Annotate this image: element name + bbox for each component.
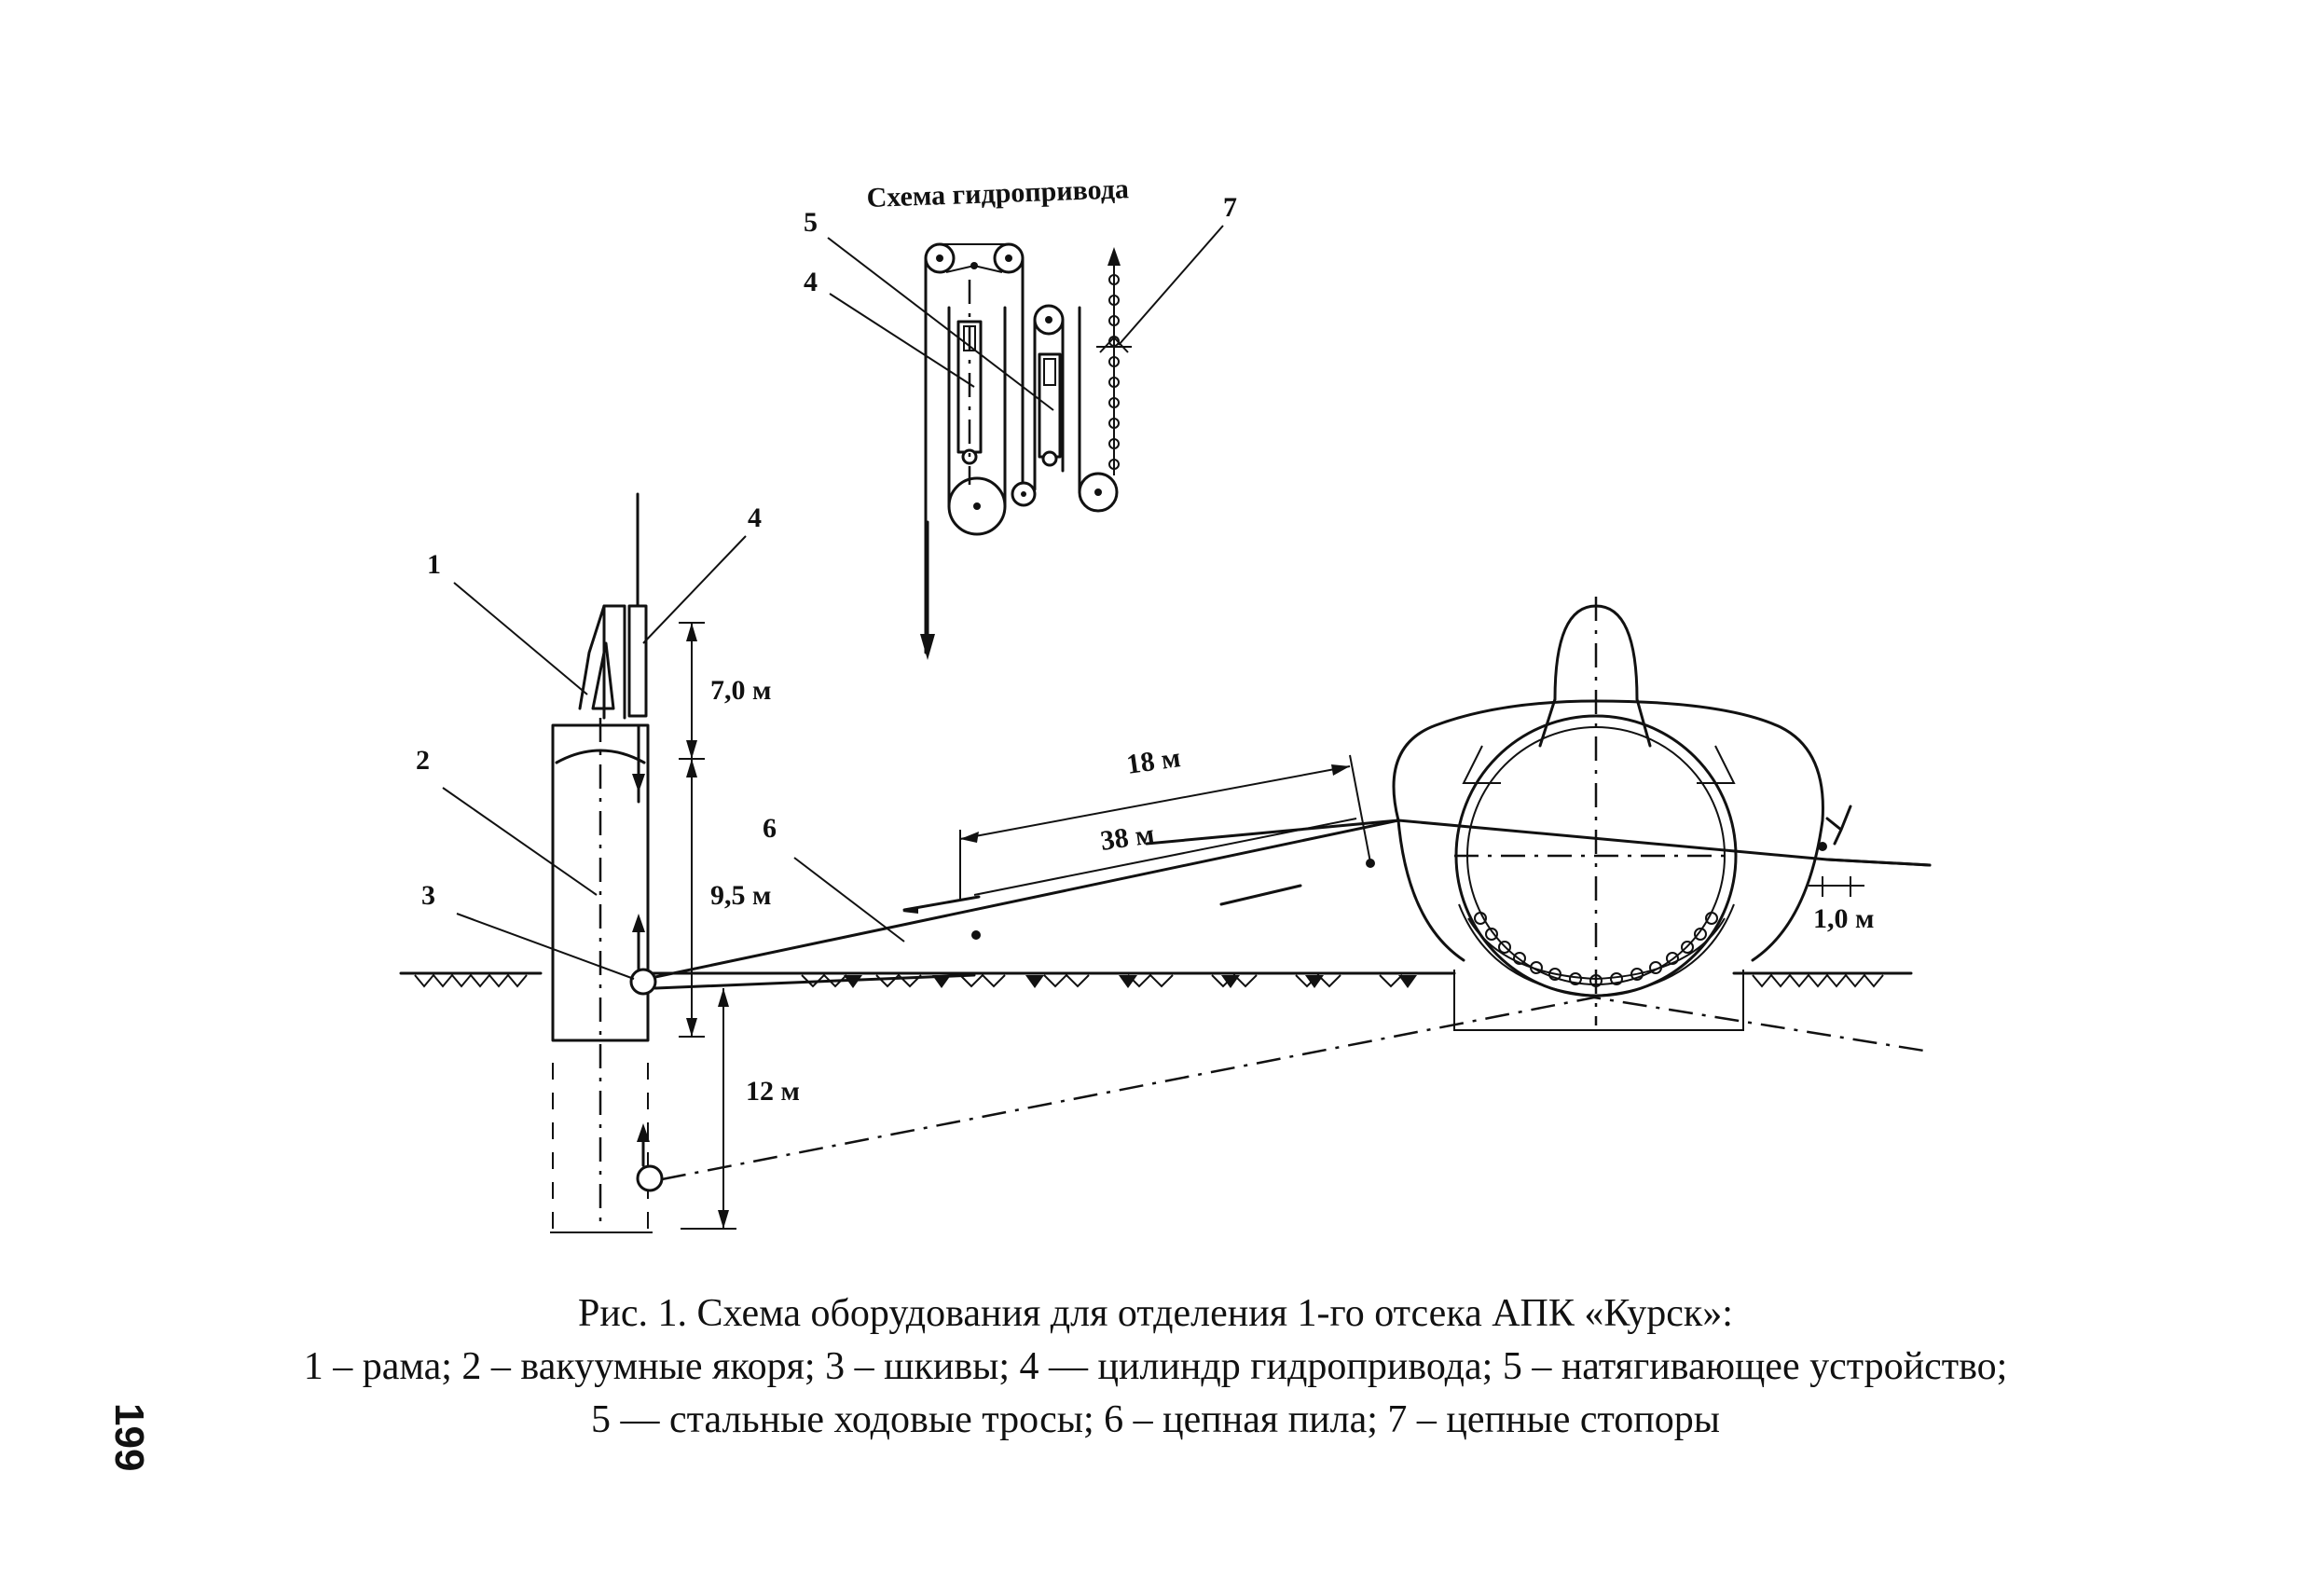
hydraulic-drive-inset: Схема гидропривода — [804, 173, 1237, 660]
leader-4-inset — [829, 293, 975, 388]
label-6: 6 — [763, 813, 777, 844]
chain-stopper-chain — [1096, 247, 1132, 475]
vertical-dimensions: 7,0 м 9,5 м 12 м — [679, 622, 800, 1230]
label-2: 2 — [416, 745, 430, 776]
inset-title: Схема гидропривода — [866, 173, 1129, 213]
saw-dimensions: 18 м 38 м — [959, 742, 1371, 900]
sheave-lower — [636, 1164, 664, 1192]
leader-7 — [1118, 225, 1224, 346]
submarine-hull-section: 1,0 м — [1392, 597, 1932, 1031]
dim-1m: 1,0 м — [1813, 903, 1874, 934]
dim-12m: 12 м — [746, 1076, 800, 1107]
label-7: 7 — [1223, 192, 1237, 223]
label-5: 5 — [804, 207, 818, 238]
figure-caption-line-1: Рис. 1. Схема оборудования для отделения… — [578, 1292, 1733, 1335]
leader-5 — [827, 237, 1054, 411]
tensioner-cylinder — [1038, 352, 1062, 459]
dim-7m: 7,0 м — [710, 675, 771, 706]
figure-caption-line-2: 1 – рама; 2 – вакуумные якоря; 3 – шкивы… — [303, 1345, 2008, 1388]
figure-caption-line-3: 5 — стальные ходовые тросы; 6 – цепная п… — [591, 1398, 1720, 1441]
dim-18m: 18 м — [1124, 742, 1182, 780]
page-number: 199 — [106, 1403, 152, 1472]
vacuum-anchor-assembly — [550, 492, 664, 1233]
main-leaders: 1 4 2 3 6 — [416, 502, 905, 980]
frame-cylinder — [627, 604, 648, 718]
frame — [602, 604, 626, 720]
label-1: 1 — [427, 549, 441, 580]
seabed-ground — [399, 971, 1913, 988]
dim-38m: 38 м — [1098, 819, 1156, 857]
label-4-inset: 4 — [804, 267, 818, 297]
battery-cells — [1458, 903, 1735, 998]
label-4: 4 — [748, 502, 762, 533]
chain-saw-cables — [653, 819, 1932, 1181]
dim-9-5m: 9,5 м — [710, 880, 771, 911]
label-3: 3 — [421, 880, 435, 911]
outer-hull — [1392, 699, 1824, 822]
sheave-upper — [629, 968, 657, 996]
